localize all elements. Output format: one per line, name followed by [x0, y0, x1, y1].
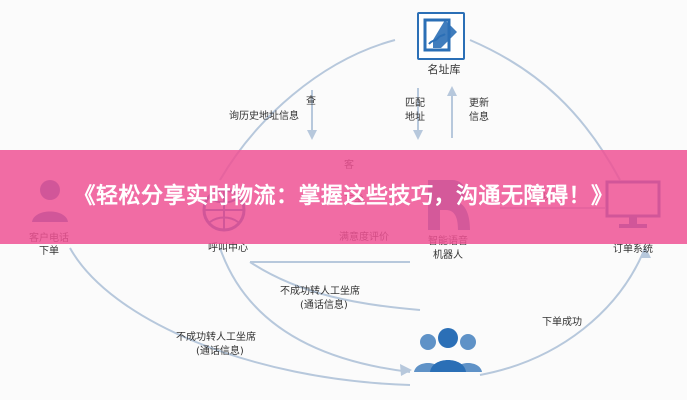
order-success-label: 下单成功: [542, 317, 582, 328]
update-label-line1: 更新: [469, 98, 489, 109]
user-icon: [32, 180, 68, 222]
human-agents-icon: [412, 320, 484, 376]
arc-top-left: [219, 39, 396, 181]
arrowhead-4: [447, 86, 457, 96]
fail-agent-a-line1: 不成功转人工坐席: [280, 286, 360, 297]
call-center-icon: [198, 184, 250, 236]
ivr-label-line1: 智能语音: [428, 236, 468, 247]
arc-mid-lower: [249, 261, 421, 311]
line-left-bottom: [69, 247, 411, 386]
call-center-label: 呼叫中心: [208, 243, 248, 254]
globe-icon: [202, 188, 246, 232]
arc-left-down: [219, 247, 411, 373]
customer-label-line1: 客户电话: [29, 233, 69, 244]
satisfaction-label: 满意度评价: [339, 232, 389, 243]
fail-agent-a-line2: (通话信息): [300, 300, 348, 311]
robot-icon: [428, 180, 470, 230]
group-icon: [414, 328, 482, 372]
update-label-line2: 信息: [469, 112, 489, 123]
match-label-line2: 地址: [405, 112, 425, 123]
address-db-label: 名址库: [427, 63, 461, 76]
fail-agent-b-line1: 不成功转人工坐席: [176, 332, 256, 343]
query-label-line1: 查: [306, 96, 316, 107]
order-system-icon: [603, 178, 663, 230]
query-label-line2: 询历史地址信息: [229, 111, 299, 122]
partial-label-3: 成功: [532, 192, 552, 203]
partial-label-2: 下单: [344, 195, 364, 206]
ivr-label-line2: 机器人: [433, 250, 463, 261]
edit-document-icon: [423, 18, 457, 52]
arc-top-right: [469, 39, 621, 181]
ivr-icon: [414, 170, 482, 238]
arrowhead-3: [413, 130, 423, 140]
partial-label-1: 客: [344, 160, 354, 171]
monitor-icon: [605, 180, 661, 228]
arrowhead-5: [307, 130, 317, 140]
order-system-label: 订单系统: [613, 244, 653, 255]
arc-bottom-right: [479, 247, 646, 376]
fail-agent-b-line2: (通话信息): [196, 346, 244, 357]
arrowhead-2: [640, 248, 651, 258]
customer-label-line2: 下单: [39, 246, 59, 257]
customer-icon: [24, 174, 76, 226]
address-db-icon: [417, 12, 465, 60]
match-label-line1: 匹配: [405, 98, 425, 109]
arrowhead-1: [400, 364, 412, 376]
